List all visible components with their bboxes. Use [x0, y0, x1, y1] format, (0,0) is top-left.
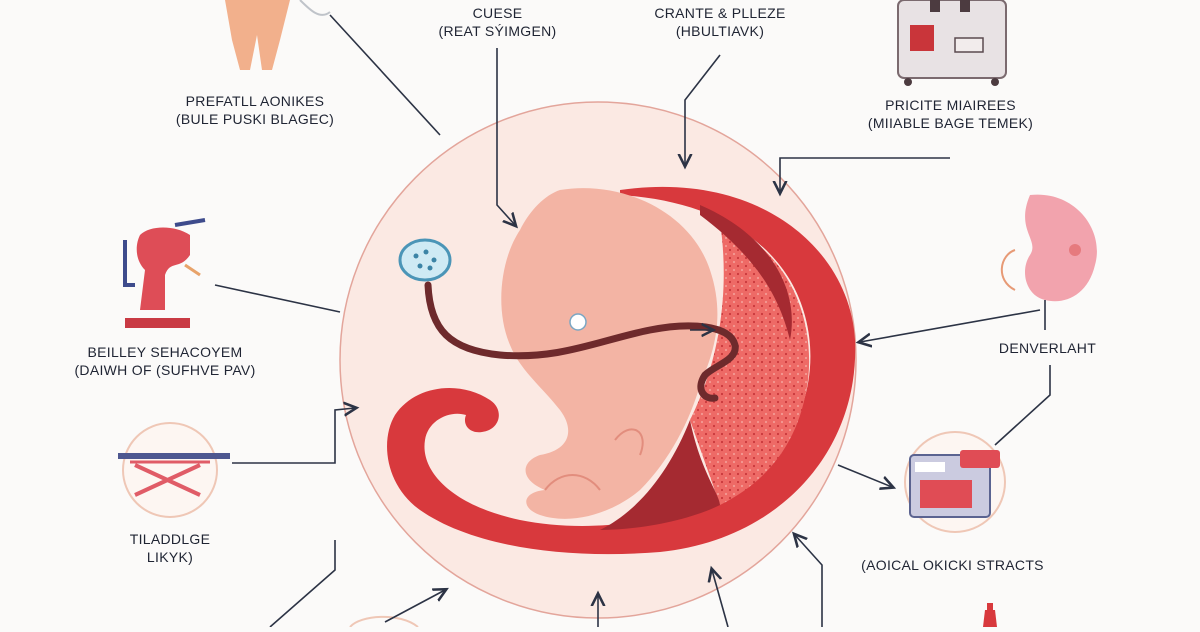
stretcher-icon	[118, 422, 230, 518]
label-low-right: (AOICAL OKICKI STRACTS	[845, 556, 1060, 574]
label-top-right-b-line1: PRICITE MIAIREES	[885, 97, 1016, 113]
label-mid-left-line2: (DAIWH OF (SUFHVE PAV)	[74, 362, 256, 378]
label-mid-left-line1: BEILLEY SEHACOYEM	[87, 344, 243, 360]
umbilical-cord	[424, 281, 739, 402]
label-top-center-line2: (REAT SÝIMGEN)	[438, 23, 557, 39]
label-top-left: PREFATLL AONIKES (BULE PUSKI BLAGEC)	[160, 92, 350, 128]
label-top-right-b-line2: (MIIABLE BAGE TEMEK)	[867, 115, 1034, 131]
label-top-center-line1: CUESE	[472, 5, 523, 21]
label-top-left-line1: PREFATLL AONIKES	[185, 93, 325, 109]
label-top-right-b: PRICITE MIAIREES (MIIABLE BAGE TEMEK)	[848, 96, 1053, 132]
label-mid-right-line1: DENVERLAHT	[998, 340, 1097, 356]
clamp-device-icon	[123, 218, 206, 328]
embryo	[501, 188, 718, 519]
label-low-left-line1: TILADDLGE	[129, 531, 211, 547]
monitor-device-icon	[904, 431, 1006, 533]
bottom-decorations	[349, 603, 997, 628]
label-low-left: TILADDLGE LIKYK)	[110, 530, 230, 566]
uterus-wall	[387, 186, 856, 555]
label-low-right-line1: (AOICAL OKICKI STRACTS	[861, 557, 1044, 573]
kidney-organ-icon	[1000, 194, 1097, 302]
label-top-right-a-line1: CRANTE & PLLEZE	[654, 5, 786, 21]
label-low-left-line2: LIKYK)	[146, 549, 194, 565]
label-top-center: CUESE (REAT SÝIMGEN)	[420, 4, 575, 40]
label-mid-right: DENVERLAHT	[985, 339, 1110, 357]
scale-device-icon	[897, 0, 1007, 86]
label-top-right-a: CRANTE & PLLEZE (HBULTIAVK)	[635, 4, 805, 40]
label-mid-left: BEILLEY SEHACOYEM (DAIWH OF (SUFHVE PAV)	[60, 343, 270, 379]
cell-icon	[398, 238, 452, 282]
label-top-left-line2: (BULE PUSKI BLAGEC)	[175, 111, 335, 127]
label-top-right-a-line2: (HBULTIAVK)	[675, 23, 765, 39]
person-icon	[225, 0, 331, 70]
connector-lines	[214, 14, 1051, 628]
